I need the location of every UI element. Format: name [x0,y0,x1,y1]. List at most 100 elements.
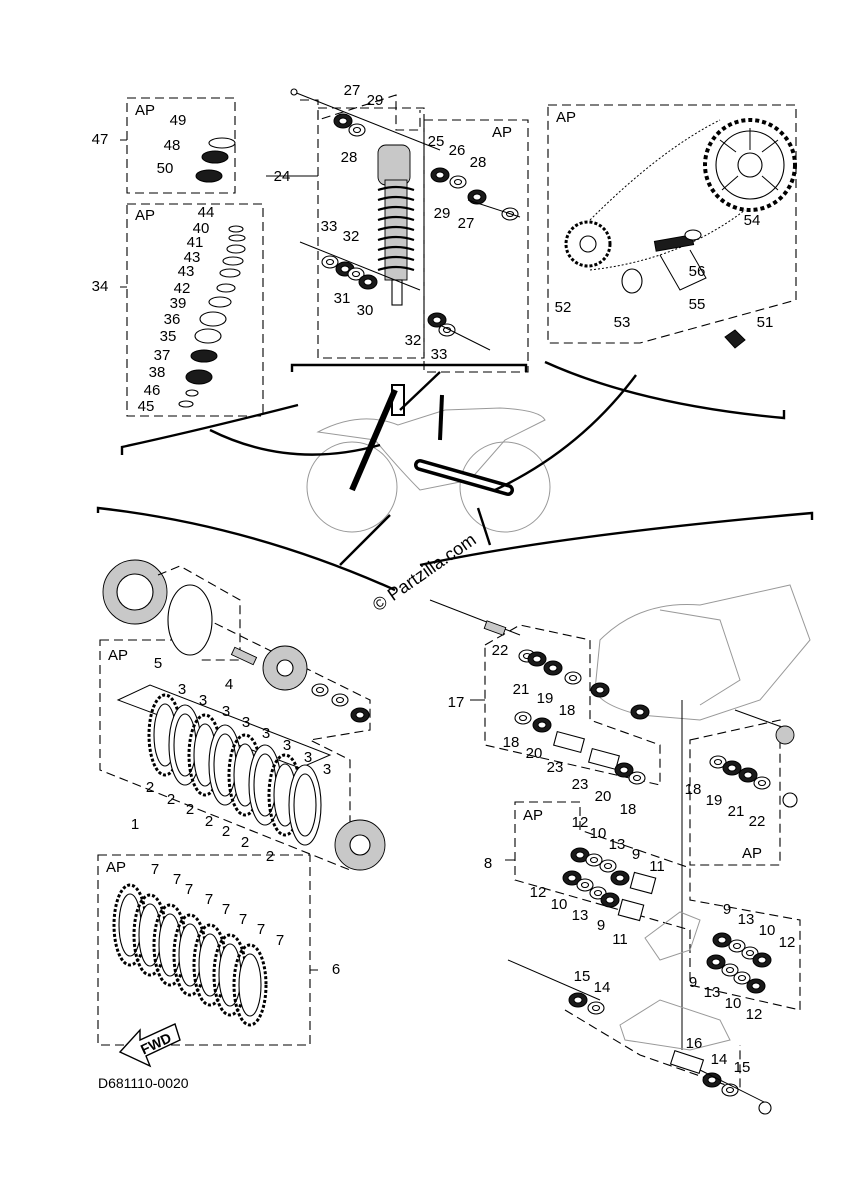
shock-reservoir [377,144,411,186]
callout-9b: 9 [597,917,605,934]
fwd-label: FWD [138,1029,174,1057]
ring-45 [178,400,194,408]
callout-2b: 2 [167,791,175,808]
callout-49: 49 [170,112,187,129]
spring-4 [230,646,258,666]
kit-box-6 [97,854,311,1046]
callout-20: 20 [526,745,543,762]
callout-12: 12 [572,814,589,831]
callout-3c: 3 [222,703,230,720]
callout-43: 43 [184,249,201,266]
callout-14b: 14 [711,1051,728,1068]
callout-12b: 12 [530,884,547,901]
washer-28b [467,189,487,205]
collar-30 [358,274,378,290]
callout-3e: 3 [262,725,270,742]
watermark: © Partzilla.com [369,529,480,615]
bearing-50 [195,169,223,183]
callout-20b: 20 [595,788,612,805]
callout-7h: 7 [276,932,284,949]
kit-box-34 [126,203,264,417]
callout-22b: 22 [749,813,766,830]
relay-arm [644,911,701,961]
bush-35 [194,328,222,344]
callout-2e: 2 [222,823,230,840]
rear-shock-group: AP [266,88,529,373]
shock-spring [377,179,415,281]
callout-28: 28 [341,149,358,166]
callout-3d: 3 [242,714,250,731]
drawing-code: D681110-0020 [98,1075,189,1091]
callout-lines [96,360,814,592]
callout-9c: 9 [723,901,731,918]
callout-42: 42 [174,280,191,297]
callout-18c: 18 [620,801,637,818]
bush-36 [199,311,227,327]
ring-46 [185,389,199,397]
callout-27: 27 [344,82,361,99]
front-wheel [306,441,398,533]
connecting-rod [619,999,731,1051]
callout-44: 44 [198,204,215,221]
fork-highlight [349,388,398,492]
callout-1: 1 [131,816,139,833]
callout-13c: 13 [738,911,755,928]
callout-36: 36 [164,311,181,328]
callout-55: 55 [689,296,706,313]
callout-13: 13 [609,836,626,853]
callout-46: 46 [144,382,161,399]
callout-33b: 33 [431,346,448,363]
friction-plates-2-3 [147,693,322,846]
ring-39 [208,296,232,308]
callout-39: 39 [170,295,187,312]
ap-tag: AP [135,102,155,119]
ap-tag: AP [742,845,762,862]
bearing-19 [543,660,563,676]
callout-18d: 18 [685,781,702,798]
washer-33 [321,255,339,269]
callout-2d: 2 [205,813,213,830]
callout-21b: 21 [728,803,745,820]
callout-52: 52 [555,299,572,316]
callout-13b: 13 [572,907,589,924]
rear-wheel [459,441,551,533]
callout-53: 53 [614,314,631,331]
callout-10: 10 [590,825,607,842]
callout-12c: 12 [779,934,796,951]
callout-30: 30 [357,302,374,319]
bearing-48 [201,150,229,164]
callout-3h: 3 [323,761,331,778]
callout-2g: 2 [266,848,274,865]
callout-11: 11 [649,858,665,875]
seal-21 [527,651,547,667]
ap-tag: AP [106,859,126,876]
bearing-27 [333,113,353,129]
kit-box-47 [126,97,236,194]
shock-bolt [293,91,441,151]
callout-32: 32 [343,228,360,245]
callout-3f: 3 [283,737,291,754]
callout-7b: 7 [173,871,181,888]
kit-box-51 [547,104,797,344]
callout-38: 38 [149,364,166,381]
fwd-arrow-icon: FWD [118,1023,181,1068]
callout-43b: 43 [178,263,195,280]
callout-18: 18 [559,702,576,719]
link-bolt [507,959,601,1001]
callout-28b: 28 [470,154,487,171]
callout-45: 45 [138,398,155,415]
bearing-18 [564,671,582,685]
washer-28 [348,123,366,137]
swingarm-group: AP [429,584,811,866]
seal-49 [208,137,236,149]
callout-24: 24 [274,168,291,185]
callout-25: 25 [428,133,445,150]
bearing-25 [430,167,450,183]
callout-33: 33 [321,218,338,235]
callout-2c: 2 [186,801,194,818]
callout-37: 37 [154,347,171,364]
ap-tag: AP [492,124,512,141]
clutch-group: AP AP [97,559,386,1091]
callout-12d: 12 [746,1006,763,1023]
